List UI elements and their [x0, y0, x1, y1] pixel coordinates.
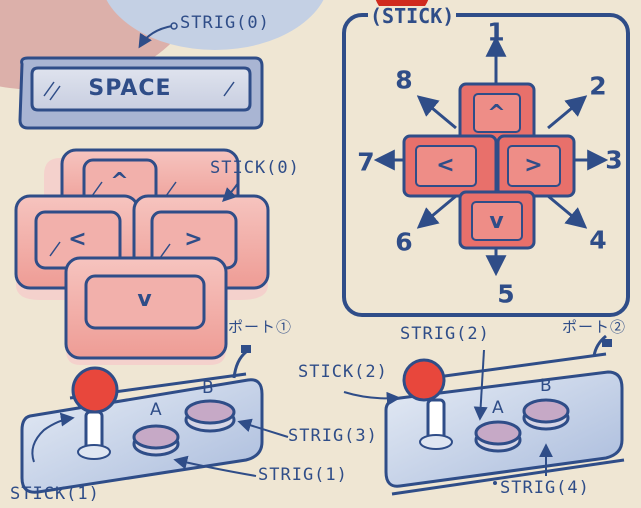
space-key-label: SPACE	[88, 78, 171, 100]
strig4-callout-label: STRIG(4)	[500, 480, 590, 497]
button-b-1	[186, 401, 234, 431]
stick-down-glyph: v	[489, 211, 504, 233]
key-down-glyph: v	[137, 289, 152, 311]
direction-3: 3	[605, 148, 622, 173]
direction-5: 5	[497, 282, 514, 307]
stick-panel-title: (STICK)	[368, 6, 456, 26]
port1-label: ポート①	[228, 320, 292, 335]
direction-1: 1	[487, 20, 504, 45]
strig3-callout-label: STRIG(3)	[288, 428, 378, 445]
strig1-callout-label: STRIG(1)	[258, 467, 348, 484]
key-left-glyph: <	[68, 229, 87, 251]
stick-right-glyph: >	[524, 155, 543, 177]
direction-4: 4	[589, 228, 606, 253]
direction-7: 7	[357, 150, 374, 175]
port2-label: ポート②	[562, 320, 626, 335]
stick-up-glyph: ^	[487, 103, 506, 125]
button-a-1	[134, 426, 178, 455]
button-b-2-label: B	[540, 378, 552, 395]
stick-knob-1	[73, 368, 117, 412]
button-a-1-label: A	[150, 402, 162, 419]
stick2-callout-label: STICK(2)	[298, 364, 388, 381]
arrow-keys-callout-label: STICK(0)	[210, 160, 300, 177]
button-b-2	[524, 400, 568, 429]
stick-left-glyph: <	[436, 155, 455, 177]
button-a-2-label: A	[492, 400, 504, 417]
space-callout-label: STRIG(0)	[180, 15, 270, 32]
key-right-glyph: >	[184, 229, 203, 251]
stick2-callout-line	[344, 392, 398, 398]
joystick-2	[386, 336, 624, 494]
stick-knob-2	[404, 360, 444, 400]
button-b-1-label: B	[202, 380, 214, 397]
direction-6: 6	[395, 230, 412, 255]
key-up-glyph: ^	[110, 171, 129, 193]
direction-2: 2	[589, 74, 606, 99]
stick1-callout-label: STICK(1)	[10, 486, 100, 503]
direction-8: 8	[395, 68, 412, 93]
stick-panel	[344, 15, 628, 315]
strig2-callout-label: STRIG(2)	[400, 326, 490, 343]
button-a-2	[476, 422, 520, 451]
